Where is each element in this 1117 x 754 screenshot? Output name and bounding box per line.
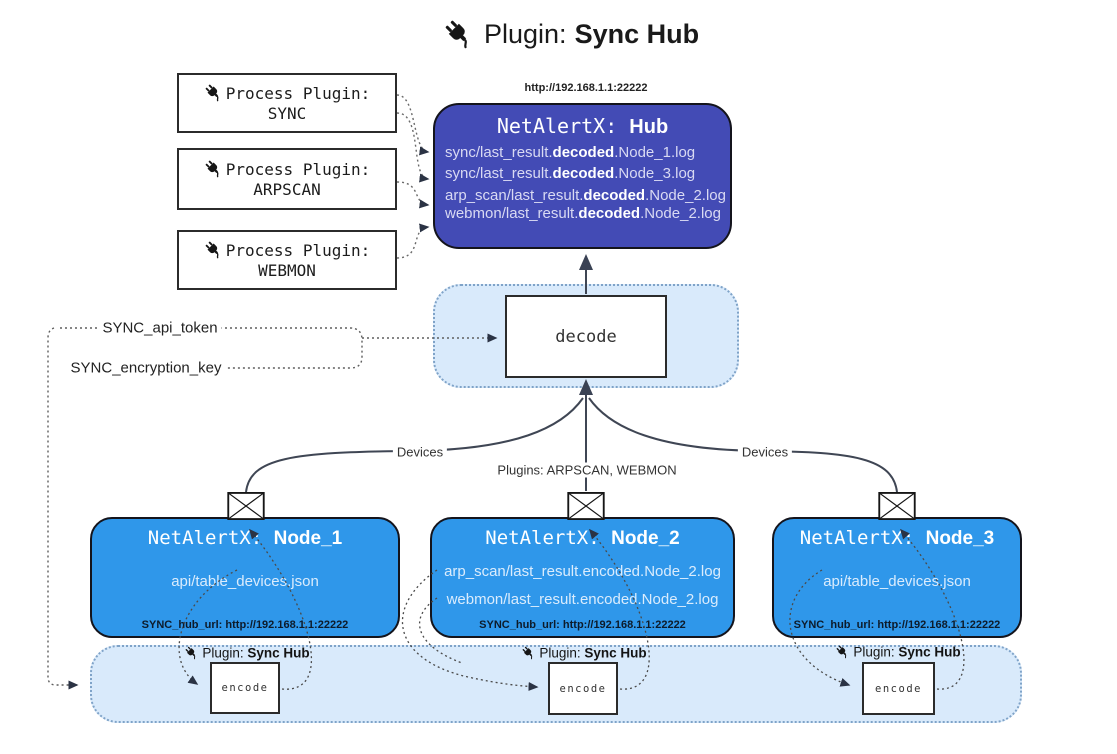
plug-icon <box>204 240 224 260</box>
hub-log-line: webmon/last_result.decoded.Node_2.log <box>445 204 721 222</box>
hub-name-bold: Hub <box>629 116 669 138</box>
process-plugin-box-sync: Process Plugin: SYNC <box>177 73 397 133</box>
node-footer: SYNC_hub_url: http://192.168.1.1:22222 <box>793 619 1001 631</box>
node-box-node-1: NetAlertX: Node_1 api/table_devices.json… <box>90 517 400 638</box>
node-footer: SYNC_hub_url: http://192.168.1.1:22222 <box>479 619 686 631</box>
encode-box: encode <box>862 662 935 715</box>
node-title: NetAlertX: Node_1 <box>147 527 343 549</box>
hub-log-line: arp_scan/last_result.decoded.Node_2.log <box>445 186 726 204</box>
process-plugin-box-arpscan: Process Plugin: ARPSCAN <box>177 148 397 210</box>
hub-name-prefix: NetAlertX: <box>496 114 630 138</box>
encode-box: encode <box>210 662 280 714</box>
process-plugin-name: ARPSCAN <box>253 180 321 199</box>
title-prefix: Plugin: <box>484 19 567 49</box>
hub-box: NetAlertX: Hub sync/last_result.decoded.… <box>433 103 732 249</box>
hub-url-label: http://192.168.1.1:22222 <box>524 82 648 94</box>
node-box-node-2: NetAlertX: Node_2 arp_scan/last_result.e… <box>430 517 735 638</box>
node-line: arp_scan/last_result.encoded.Node_2.log <box>444 563 721 580</box>
node-footer: SYNC_hub_url: http://192.168.1.1:22222 <box>141 619 349 631</box>
hub-log-line: sync/last_result.decoded.Node_1.log <box>445 143 696 161</box>
node-line: api/table_devices.json <box>823 573 971 590</box>
node-title: NetAlertX: Node_2 <box>485 527 680 549</box>
node-title: NetAlertX: Node_3 <box>799 527 995 549</box>
hub-title: NetAlertX: Hub <box>435 114 730 139</box>
process-plugin-name: SYNC <box>267 104 307 123</box>
plug-icon <box>204 83 224 103</box>
hub-log-line: sync/last_result.decoded.Node_3.log <box>445 165 696 182</box>
process-plugin-box-webmon: Process Plugin: WEBMON <box>177 230 397 290</box>
plug-icon <box>204 159 224 179</box>
decode-box: decode <box>505 295 667 378</box>
plug-icon <box>443 18 476 51</box>
process-plugin-label: Process Plugin: <box>225 159 371 179</box>
node-box-node-3: NetAlertX: Node_3 api/table_devices.json… <box>772 517 1022 638</box>
node-line: webmon/last_result.encoded.Node_2.log <box>446 591 719 608</box>
title-bold: Sync Hub <box>574 19 700 49</box>
encode-box: encode <box>548 662 618 715</box>
process-plugin-name: WEBMON <box>258 261 316 280</box>
process-plugin-label: Process Plugin: <box>225 83 371 103</box>
process-plugin-label: Process Plugin: <box>225 240 371 260</box>
node-line: api/table_devices.json <box>171 573 319 590</box>
page-title: Plugin: Sync Hub <box>443 18 699 51</box>
